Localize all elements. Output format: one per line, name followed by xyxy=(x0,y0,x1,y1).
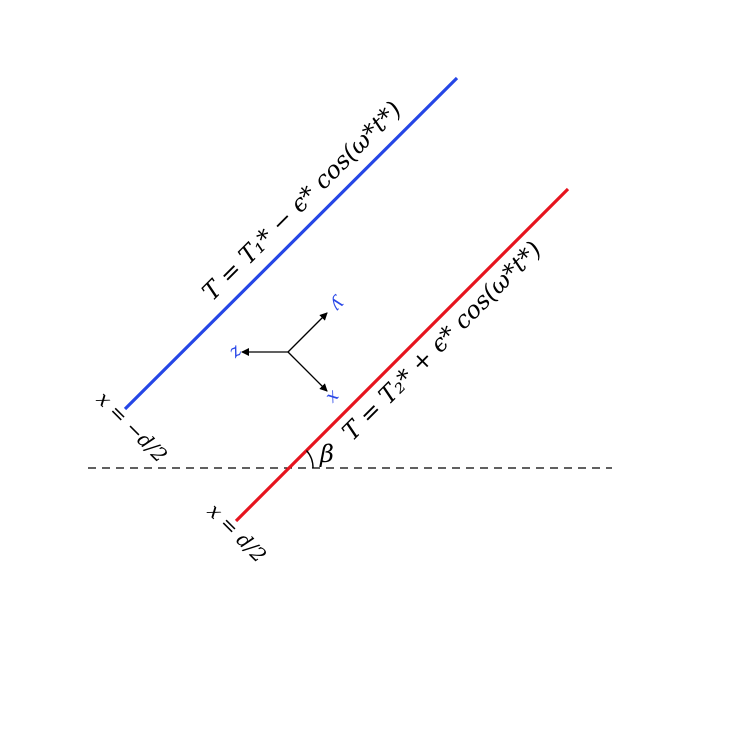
hot-wall-line xyxy=(123,76,459,411)
y-axis-arrow xyxy=(287,312,328,353)
x-axis-arrow xyxy=(287,351,328,392)
cold-wall-line xyxy=(234,187,570,523)
bottom-wall-equation: T = T₂* + ϵ* cos(ω*t*) xyxy=(337,236,547,446)
tilt-angle-arc xyxy=(305,450,314,469)
bottom-wall-boundary-label: x = d/2 xyxy=(203,499,272,568)
tilt-angle-label: β xyxy=(319,440,334,468)
coordinate-axes: y x z xyxy=(225,293,350,409)
top-wall-boundary-label: x = −d/2 xyxy=(92,387,172,467)
y-axis-label: y xyxy=(327,293,350,316)
top-wall-equation: T = T₁* − ϵ* cos(ω*t*) xyxy=(197,96,407,306)
